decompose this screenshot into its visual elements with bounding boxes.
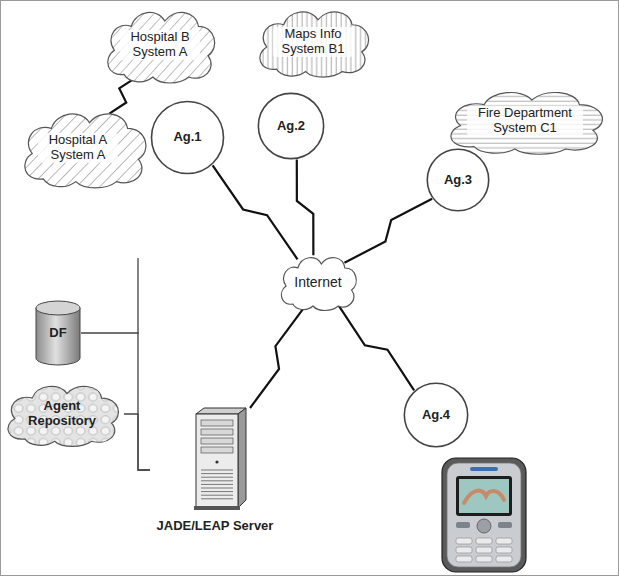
node-label: Maps Info System B1	[273, 27, 353, 57]
node-label: Hospital A System A	[38, 133, 118, 163]
server-node: JADE/LEAP Server	[150, 408, 280, 538]
node-label: DF	[49, 326, 66, 341]
network-link	[213, 165, 298, 259]
node-label: Ag.3	[444, 173, 472, 188]
system-cloud: Maps Info System B1	[252, 5, 374, 79]
agent-circle: Ag.3	[426, 148, 490, 212]
node-label: JADE/LEAP Server	[157, 519, 274, 534]
node-label: Ag.1	[173, 130, 201, 145]
node-label: Ag.4	[422, 408, 450, 423]
network-link	[338, 305, 414, 391]
network-link	[250, 307, 304, 408]
system-cloud: Hospital B System A	[100, 5, 220, 85]
node-label: Ag.2	[277, 119, 305, 134]
node-label: Fire Department System C1	[467, 106, 583, 136]
agent-circle: Ag.4	[403, 382, 469, 448]
agent-circle: Ag.2	[257, 92, 325, 160]
mobile-phone	[442, 458, 526, 572]
node-label: Agent Repository	[20, 399, 104, 429]
network-link	[297, 160, 314, 256]
database-cylinder: DF	[35, 300, 81, 366]
system-cloud: Hospital A System A	[16, 106, 152, 190]
node-label: Internet	[294, 274, 341, 290]
system-cloud: Fire Department System C1	[440, 86, 610, 156]
repository-cloud: Agent Repository	[0, 380, 124, 448]
internet-cloud: Internet	[276, 252, 360, 312]
node-label: Hospital B System A	[120, 30, 200, 60]
bus-line	[124, 414, 150, 470]
network-link	[109, 77, 136, 113]
network-link	[344, 199, 432, 263]
agent-circle: Ag.1	[150, 100, 225, 175]
